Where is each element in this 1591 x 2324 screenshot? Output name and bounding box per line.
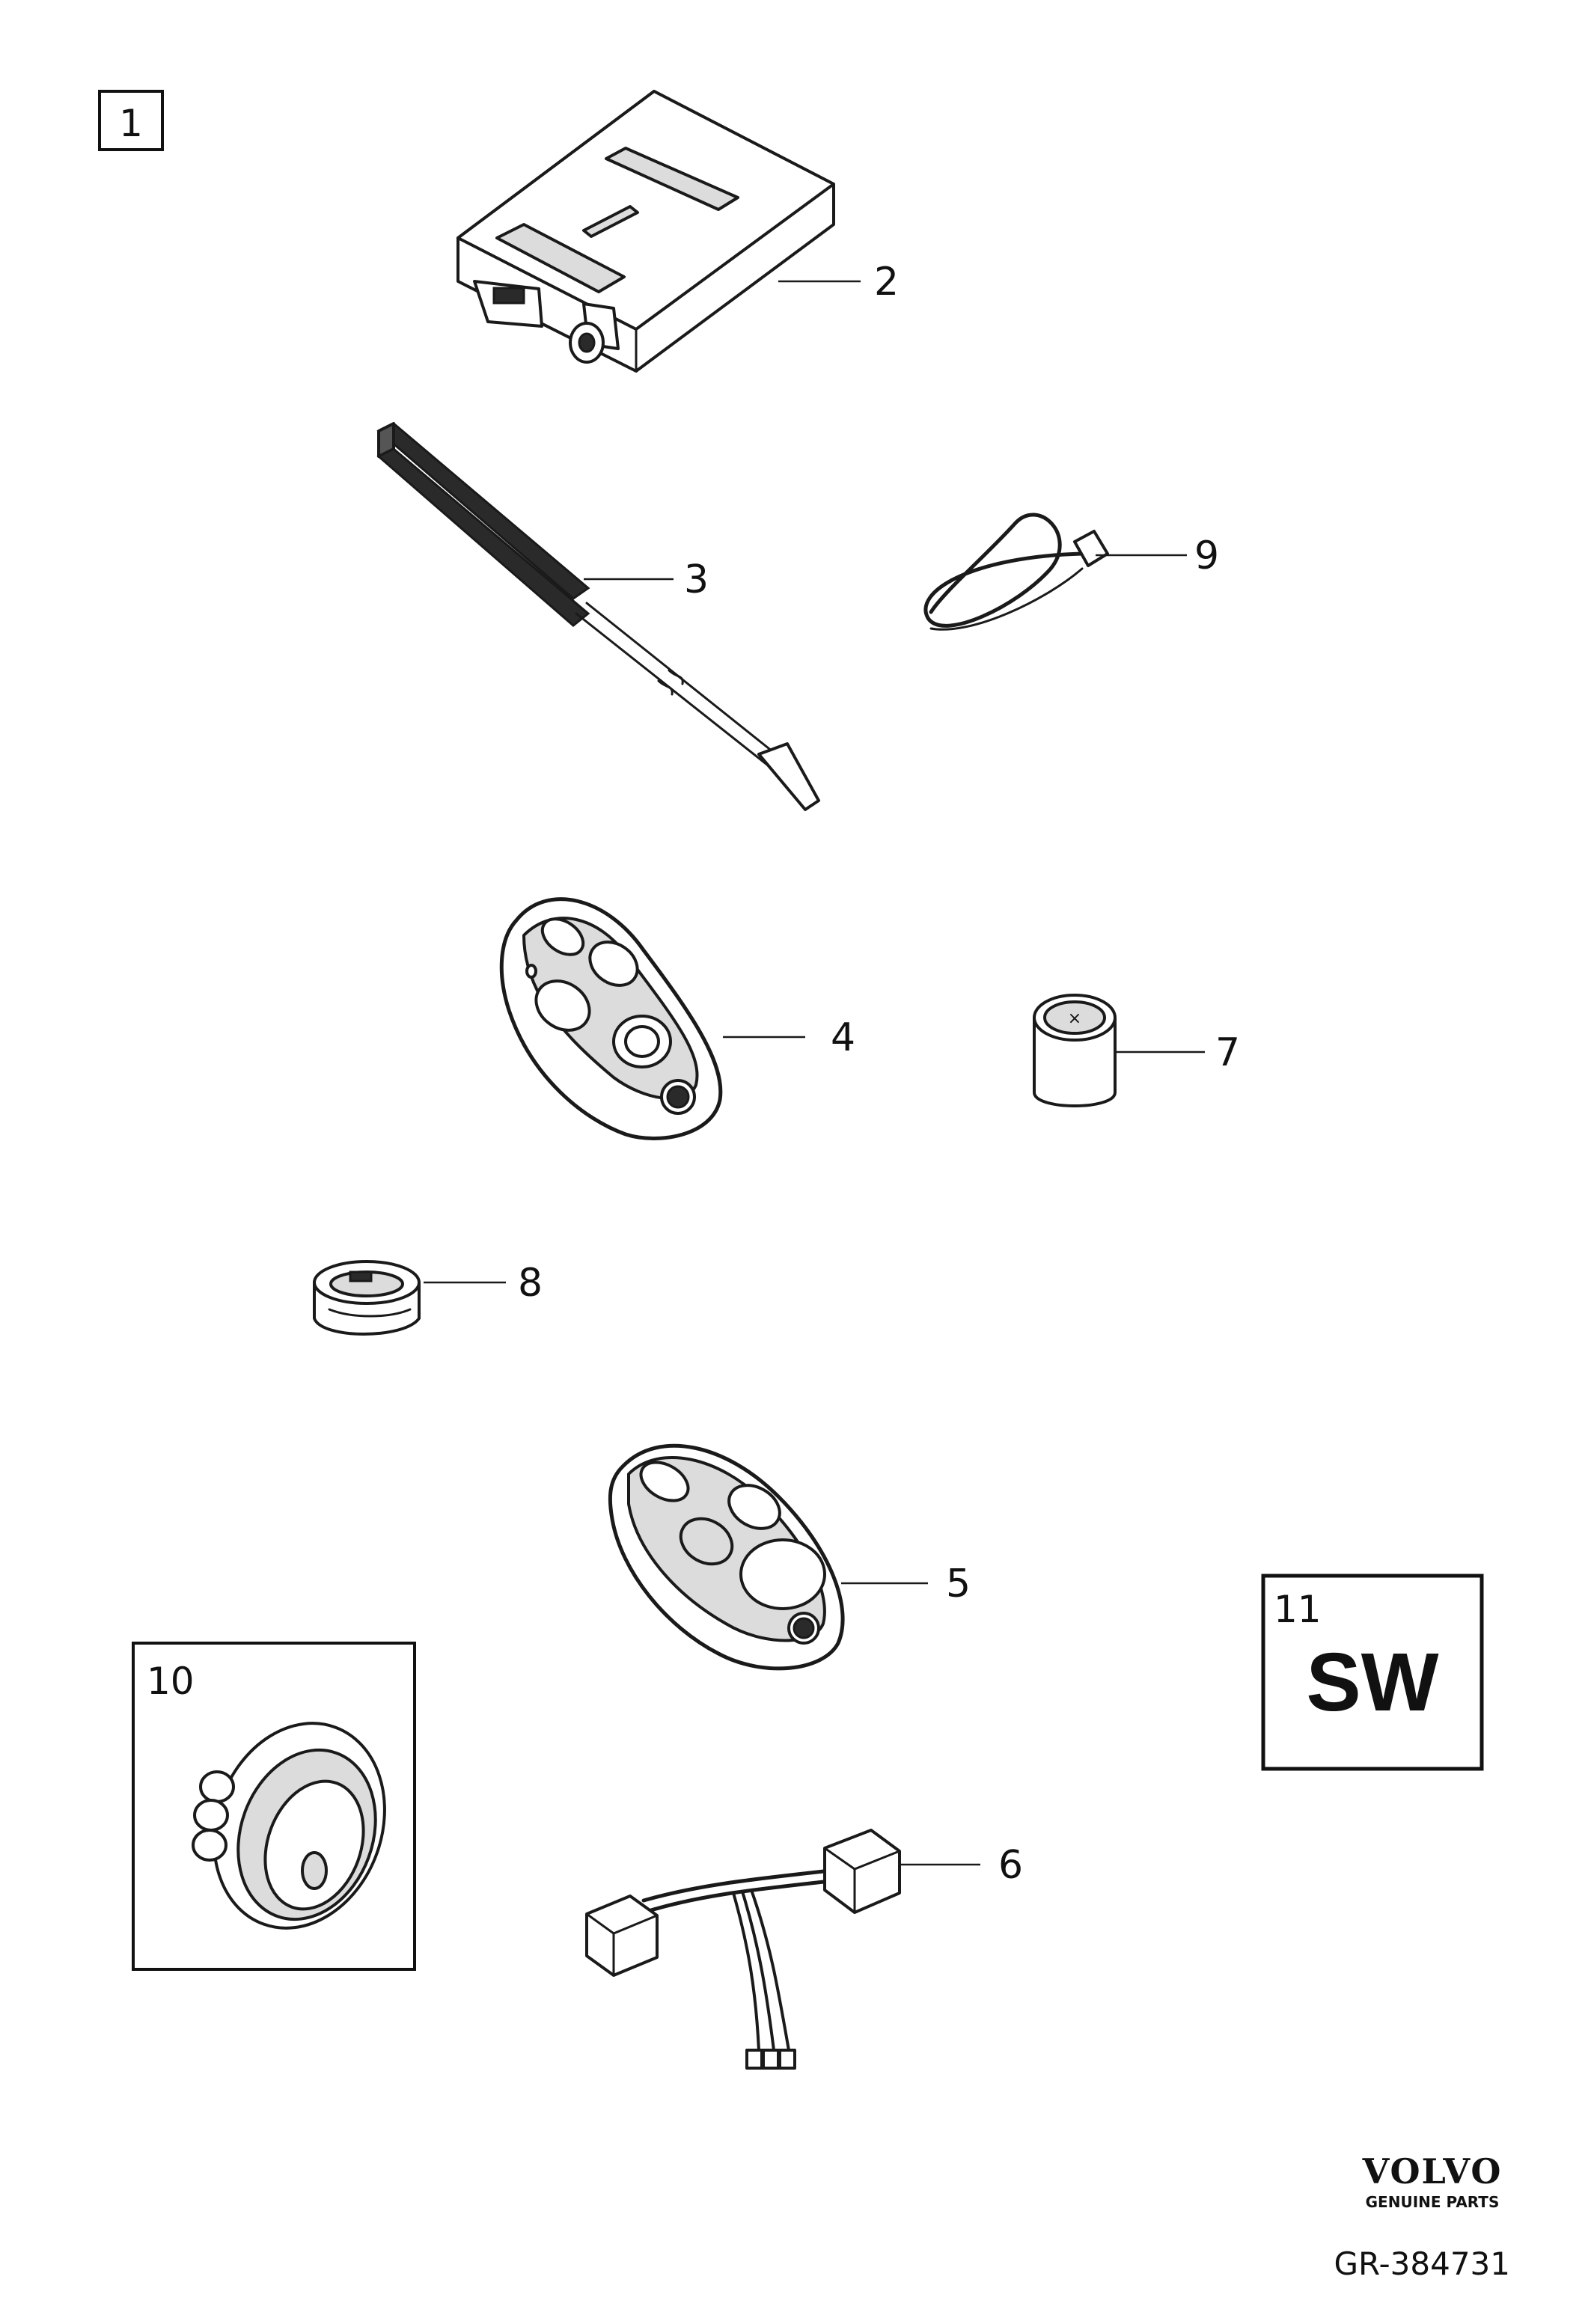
battery-plus-mark: × <box>1068 1009 1081 1028</box>
callout-3: 3 <box>584 557 709 602</box>
callout-8-label: 8 <box>518 1261 543 1306</box>
callout-2-label: 2 <box>874 260 899 305</box>
callout-5-label: 5 <box>946 1562 971 1606</box>
callout-2: 2 <box>778 260 899 305</box>
wiring-harness-drawing <box>585 1829 901 2070</box>
callout-6-label: 6 <box>998 1843 1023 1888</box>
ignition-lock-drawing <box>192 1722 386 1930</box>
boxed-item-11: 11 SW <box>1261 1574 1484 1771</box>
assembly-number: 1 <box>119 102 143 145</box>
cable-tie-drawing <box>923 513 1109 631</box>
callout-7-label: 7 <box>1215 1030 1240 1075</box>
callout-9-label: 9 <box>1194 533 1219 578</box>
callout-6: 6 <box>901 1843 1023 1888</box>
software-label: SW <box>1306 1636 1438 1728</box>
assembly-number-box: 1 <box>98 90 164 151</box>
remote-key-5-drawing <box>608 1443 845 1671</box>
boxed-item-10: 10 <box>132 1642 416 1971</box>
callout-8: 8 <box>424 1261 543 1306</box>
boxed-item-11-number: 11 <box>1274 1588 1322 1631</box>
antenna-drawing <box>376 422 820 811</box>
brand-logo: VOLVO GENUINE PARTS <box>1362 2151 1503 2211</box>
callout-7: 7 <box>1117 1030 1240 1075</box>
boxed-item-10-number: 10 <box>147 1660 195 1703</box>
control-module-drawing <box>456 90 835 373</box>
battery-cover-drawing <box>313 1260 421 1336</box>
callout-4-label: 4 <box>831 1015 855 1060</box>
brand-subtitle: GENUINE PARTS <box>1366 2193 1500 2211</box>
callout-3-label: 3 <box>684 557 709 602</box>
remote-key-4-drawing <box>499 897 723 1140</box>
callout-4: 4 <box>723 1015 855 1060</box>
reference-number: GR-384731 <box>1334 2245 1510 2282</box>
callout-5: 5 <box>841 1562 971 1606</box>
callout-9: 9 <box>1096 533 1219 578</box>
brand-name: VOLVO <box>1362 2151 1503 2192</box>
battery-drawing: × <box>1033 994 1117 1107</box>
